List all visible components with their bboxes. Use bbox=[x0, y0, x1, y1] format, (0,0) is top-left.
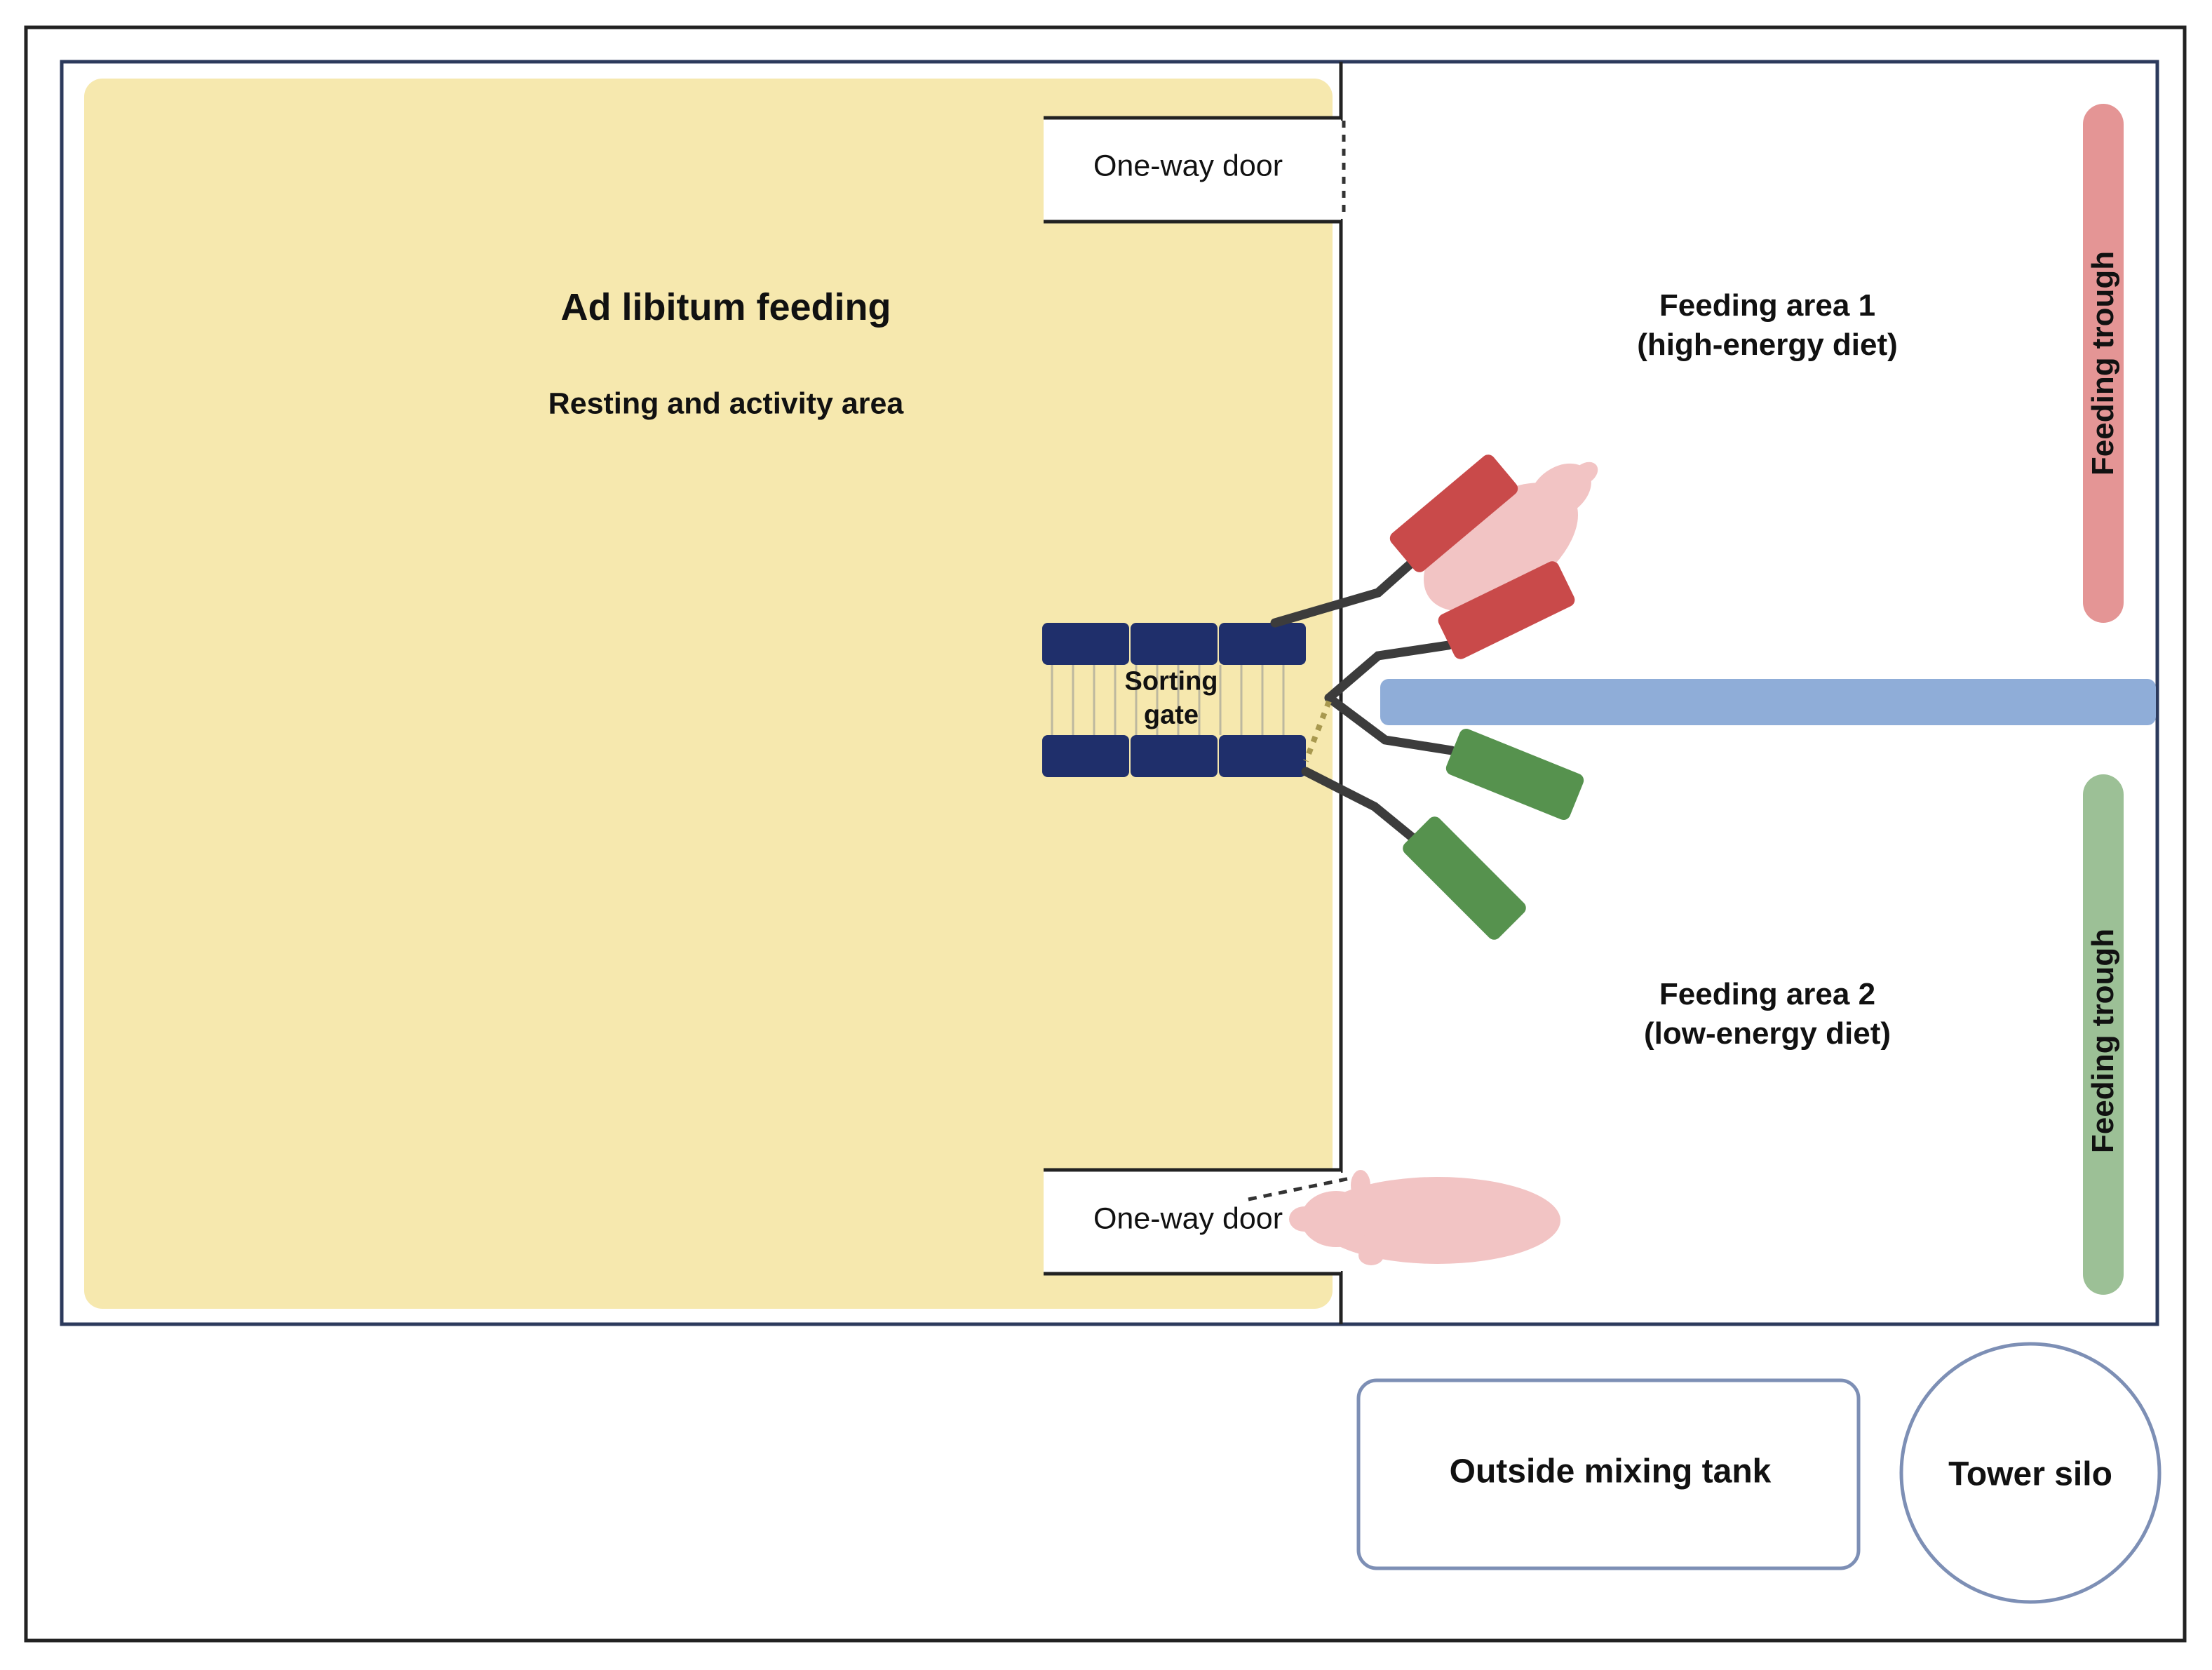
feeding-area-1-title: Feeding area 1 bbox=[1659, 288, 1876, 323]
one-way-door-top bbox=[1044, 118, 1341, 222]
resting-activity-area bbox=[84, 79, 1333, 1309]
feeding-area-1-diet: (high-energy diet) bbox=[1637, 328, 1898, 362]
green-lever-handle bbox=[1403, 728, 1584, 940]
tower-silo bbox=[1899, 1342, 2162, 1604]
sorting-gate bbox=[1051, 665, 1285, 735]
tower-silo-label: Tower silo bbox=[1948, 1455, 2112, 1493]
sorting-gate-label-line1: Sorting bbox=[1124, 666, 1218, 696]
sorting-gate-label-line2: gate bbox=[1143, 700, 1199, 730]
outside-mixing-tank-label: Outside mixing tank bbox=[1449, 1453, 1772, 1490]
resting-area-label: Resting and activity area bbox=[548, 386, 904, 421]
gate-levers bbox=[1270, 560, 1457, 843]
feeding-area-2-diet: (low-energy diet) bbox=[1643, 1016, 1891, 1051]
ad-libitum-feeding-label: Ad libitum feeding bbox=[560, 286, 891, 328]
gate-swing-indicator bbox=[1303, 700, 1332, 762]
feeding-area-2-title: Feeding area 2 bbox=[1659, 977, 1876, 1011]
feeding-trough-2-label: Feeding trough bbox=[2086, 928, 2120, 1154]
door-bottom-swing bbox=[1248, 1176, 1351, 1201]
pig-icon bbox=[1289, 1170, 1560, 1265]
one-way-door-bottom-label: One-way door bbox=[1093, 1201, 1283, 1236]
feeding-trough-1-label: Feeding trough bbox=[2086, 250, 2120, 476]
one-way-door-top-label: One-way door bbox=[1093, 149, 1283, 183]
feeding-trough-low-energy bbox=[2083, 774, 2124, 1295]
sorting-gate-blocks bbox=[1042, 623, 1306, 777]
outside-mixing-tank bbox=[1356, 1378, 1861, 1570]
red-lever-handle bbox=[1389, 454, 1575, 659]
feeding-area-divider bbox=[1380, 679, 2156, 725]
feeding-trough-high-energy bbox=[2083, 104, 2124, 623]
